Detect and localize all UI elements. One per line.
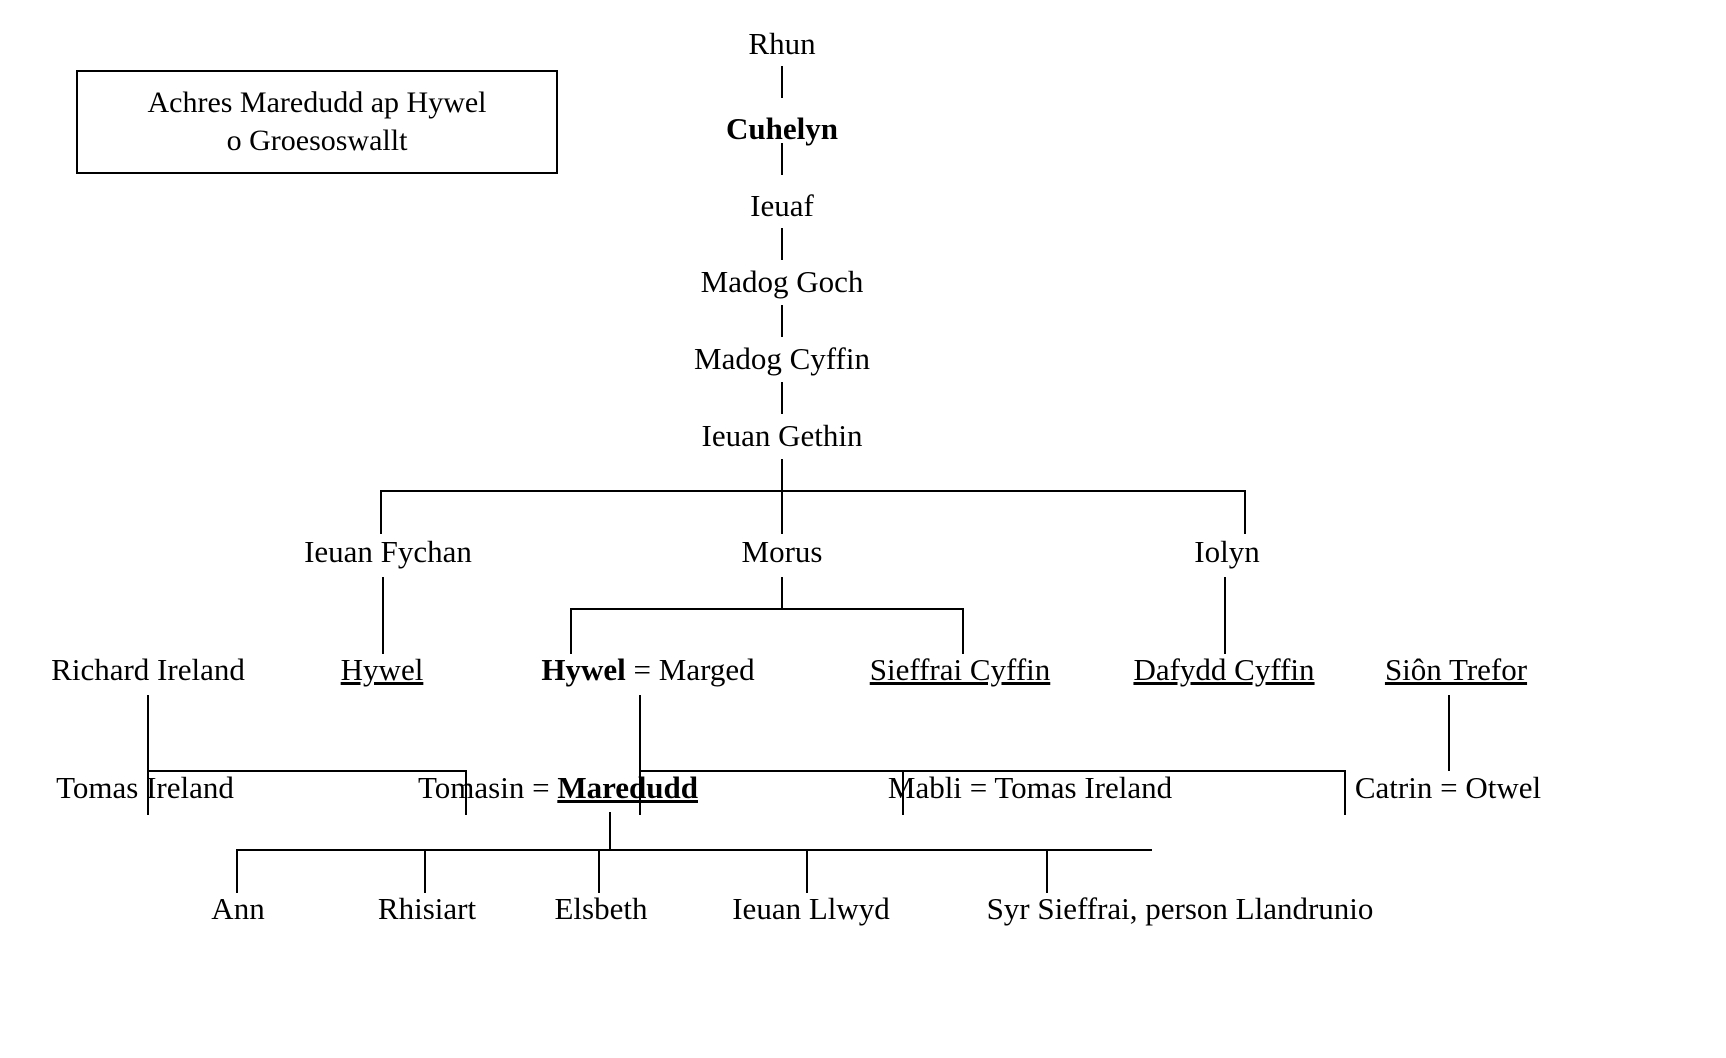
marriage-equals-sign-tomasin: = bbox=[524, 770, 558, 805]
node-marged-wife-label: Marged bbox=[658, 652, 755, 687]
node-sion-trefor-label: Siôn Trefor bbox=[1384, 652, 1528, 687]
drop-to-ieuan-fychan bbox=[380, 490, 382, 534]
node-ieuan-fychan[interactable]: Ieuan Fychan bbox=[304, 534, 472, 569]
node-sieffrai-cyffin[interactable]: Sieffrai Cyffin bbox=[870, 654, 1051, 685]
sibling-bar-richard-ireland-children bbox=[147, 770, 467, 772]
node-hywel-marged-couple[interactable]: Hywel = Marged bbox=[541, 654, 754, 685]
connector-madog-cyffin-ieuan-gethin bbox=[781, 382, 783, 414]
node-madog-goch[interactable]: Madog Goch bbox=[700, 264, 864, 299]
connector-morus-stem bbox=[781, 577, 783, 609]
drop-to-catrin bbox=[1344, 770, 1346, 815]
node-dafydd-cyffin-label: Dafydd Cyffin bbox=[1133, 652, 1315, 687]
node-rhisiart[interactable]: Rhisiart bbox=[377, 891, 477, 926]
drop-to-rhisiart bbox=[424, 849, 426, 893]
node-otwel-husband-label: Otwel bbox=[1465, 770, 1542, 805]
connector-richard-ireland-stem bbox=[147, 695, 149, 771]
node-ieuaf[interactable]: Ieuaf bbox=[750, 188, 814, 223]
node-dafydd-cyffin[interactable]: Dafydd Cyffin bbox=[1133, 654, 1314, 685]
chart-caption-box: Achres Maredudd ap Hywel o Groesoswallt bbox=[76, 70, 558, 174]
node-morus[interactable]: Morus bbox=[741, 534, 823, 569]
node-sieffrai-cyffin-label: Sieffrai Cyffin bbox=[869, 652, 1051, 687]
node-sion-trefor[interactable]: Siôn Trefor bbox=[1385, 654, 1527, 685]
node-hywel-label: Hywel bbox=[340, 652, 424, 687]
node-mabli-tomas-couple[interactable]: Mabli = Tomas Ireland bbox=[888, 772, 1172, 803]
connector-sion-trefor-catrin bbox=[1448, 695, 1450, 771]
node-cuhelyn[interactable]: Cuhelyn bbox=[726, 111, 838, 146]
node-ann[interactable]: Ann bbox=[211, 891, 265, 926]
drop-to-tomas-ireland bbox=[147, 770, 149, 815]
node-tomas-ireland-husband-label: Tomas Ireland bbox=[994, 770, 1173, 805]
connector-ieuaf-madog-goch bbox=[781, 228, 783, 260]
caption-line-1: Achres Maredudd ap Hywel bbox=[147, 85, 487, 119]
node-hywel-ap-ieuan-fychan[interactable]: Hywel bbox=[341, 654, 424, 685]
drop-to-morus bbox=[781, 490, 783, 534]
caption-line-2: o Groesoswallt bbox=[226, 124, 408, 157]
connector-tomasin-maredudd-stem bbox=[609, 812, 611, 850]
node-iolyn[interactable]: Iolyn bbox=[1194, 534, 1260, 569]
drop-to-ieuan-llwyd bbox=[806, 849, 808, 893]
marriage-equals-sign: = bbox=[625, 652, 659, 687]
node-tomasin-wife-label: Tomasin bbox=[418, 770, 525, 805]
node-catrin-otwel-couple[interactable]: Catrin = Otwel bbox=[1355, 772, 1541, 803]
node-rhun[interactable]: Rhun bbox=[748, 26, 816, 61]
drop-to-mabli bbox=[902, 770, 904, 815]
node-ieuan-llwyd[interactable]: Ieuan Llwyd bbox=[732, 891, 890, 926]
connector-iolyn-dafydd-cyffin bbox=[1224, 577, 1226, 654]
sibling-bar-hywel-marged-children bbox=[639, 770, 1345, 772]
sibling-bar-ieuan-gethin-children bbox=[380, 490, 1246, 492]
node-maredudd-husband-label: Maredudd bbox=[557, 770, 698, 805]
connector-hywel-marged-stem bbox=[639, 695, 641, 771]
sibling-bar-maredudd-children bbox=[236, 849, 1152, 851]
connector-rhun-cuhelyn bbox=[781, 66, 783, 98]
drop-to-elsbeth bbox=[598, 849, 600, 893]
drop-to-tomasin bbox=[465, 770, 467, 815]
node-ieuan-gethin[interactable]: Ieuan Gethin bbox=[701, 418, 863, 453]
node-elsbeth[interactable]: Elsbeth bbox=[554, 891, 648, 926]
drop-to-syr-sieffrai bbox=[1046, 849, 1048, 893]
drop-to-tomasin-maredudd bbox=[639, 770, 641, 815]
node-madog-cyffin[interactable]: Madog Cyffin bbox=[694, 341, 870, 376]
connector-madog-goch-madog-cyffin bbox=[781, 305, 783, 337]
node-hywel-husband-label: Hywel bbox=[541, 652, 626, 687]
node-richard-ireland[interactable]: Richard Ireland bbox=[51, 652, 245, 687]
drop-to-sieffrai-cyffin bbox=[962, 608, 964, 654]
node-catrin-wife-label: Catrin bbox=[1354, 770, 1433, 805]
drop-to-ann bbox=[236, 849, 238, 893]
node-syr-sieffrai-person-llandrunio[interactable]: Syr Sieffrai, person Llandrunio bbox=[986, 891, 1374, 926]
drop-to-hywel-marged bbox=[570, 608, 572, 654]
connector-ieuan-fychan-hywel bbox=[382, 577, 384, 654]
node-tomas-ireland[interactable]: Tomas Ireland bbox=[56, 770, 234, 805]
marriage-equals-sign-mabli: = bbox=[961, 770, 995, 805]
node-tomasin-maredudd-couple[interactable]: Tomasin = Maredudd bbox=[418, 772, 698, 803]
drop-to-iolyn bbox=[1244, 490, 1246, 534]
connector-cuhelyn-ieuaf bbox=[781, 143, 783, 175]
sibling-bar-morus-children bbox=[570, 608, 964, 610]
marriage-equals-sign-catrin: = bbox=[1432, 770, 1466, 805]
node-mabli-wife-label: Mabli bbox=[887, 770, 962, 805]
connector-ieuan-gethin-stem bbox=[781, 459, 783, 491]
